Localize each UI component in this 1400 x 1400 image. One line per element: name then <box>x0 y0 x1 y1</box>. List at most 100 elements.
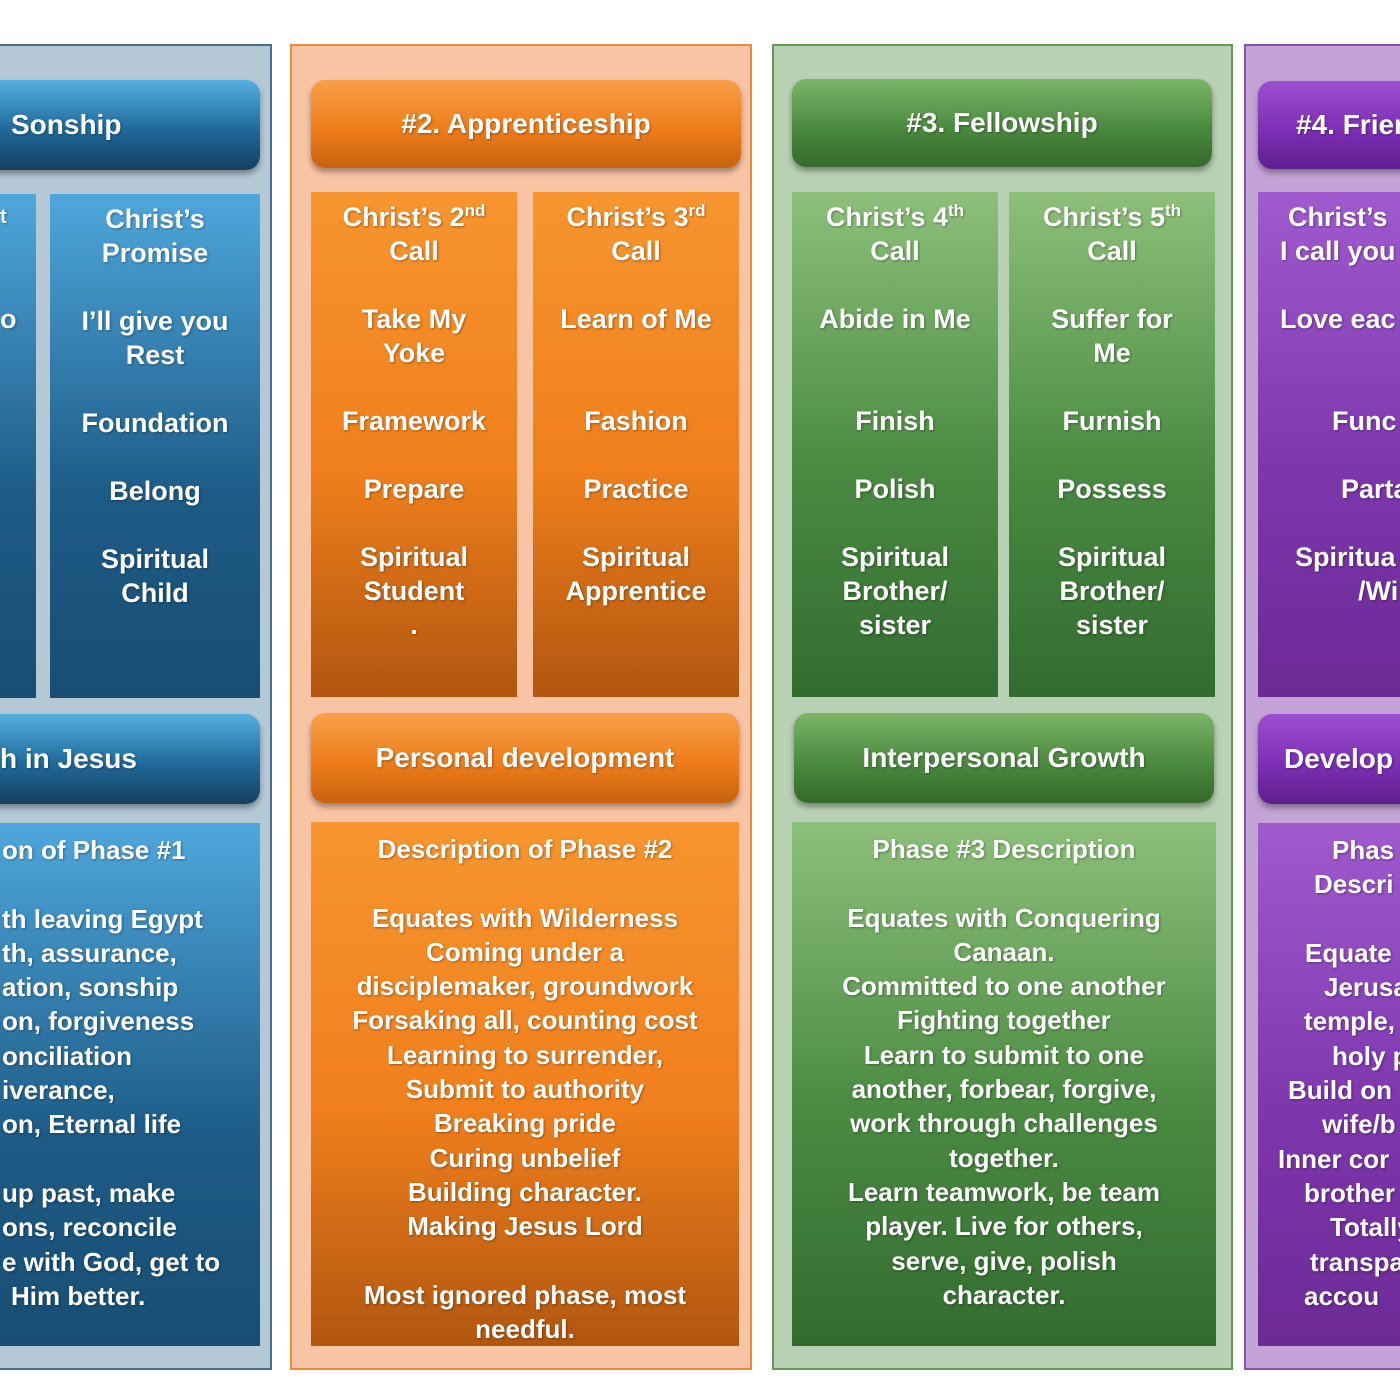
identity-line-2: Student <box>363 576 465 606</box>
description-line: iverance, <box>2 1075 115 1106</box>
call-item-line-2: Yoke <box>382 338 446 368</box>
description-line: Most ignored phase, most <box>363 1279 687 1310</box>
description-line: Fighting together <box>897 1005 1111 1036</box>
description-line: Forsaking all, counting cost <box>352 1005 698 1036</box>
call-fragment: t <box>0 206 7 228</box>
f-word: Func <box>1332 406 1397 436</box>
phase-1-description: on of Phase #1 th leaving Egypt th, assu… <box>0 823 260 1346</box>
description-line: Build on <box>1288 1075 1392 1106</box>
verb: Polish <box>854 474 936 504</box>
call-item-line-1: I’ll give you <box>81 306 229 336</box>
description-line: Phas <box>1332 835 1395 865</box>
description-line: Submit to authority <box>405 1074 645 1105</box>
f-word: Foundation <box>81 408 229 438</box>
description-line: on of Phase #1 <box>2 835 186 865</box>
description-line: serve, give, polish <box>891 1245 1117 1276</box>
description-line: Committed to one another <box>842 971 1166 1002</box>
phase-4-subtitle: Develop C <box>1258 714 1400 804</box>
f-word: Framework <box>341 406 487 436</box>
description-line: ons, reconcile <box>2 1212 177 1243</box>
description-line: up past, make <box>2 1177 176 1208</box>
description-line: Equates with Wilderness <box>371 902 679 933</box>
phase-2-description: Description of Phase #2 Equates with Wil… <box>311 822 739 1346</box>
phase-1-title: Sonship <box>0 80 260 170</box>
description-line: Equates with Conquering <box>847 902 1161 933</box>
call-item-line-1: Learn of Me <box>560 304 712 334</box>
call-item-fragment: o <box>0 304 17 334</box>
call-item-line-1: Abide in Me <box>819 304 971 334</box>
column-head-line-1: Christ’s 4th <box>825 201 965 232</box>
column-head-line-2: Call <box>389 236 439 266</box>
phase-3-panel: #3. Fellowship Christ’s 4th Call Abide i… <box>772 44 1233 1370</box>
description-line: Totally <box>1330 1212 1400 1243</box>
column-head-line-2: Call <box>1087 236 1137 266</box>
description-line: temple, <box>1304 1006 1396 1037</box>
description-line: character. <box>942 1279 1066 1310</box>
description-line: Phase #3 Description <box>872 834 1136 864</box>
call-item-line-2: Rest <box>125 340 185 370</box>
description-line: together. <box>949 1142 1059 1173</box>
call-item-line-1: Take My <box>361 304 467 334</box>
description-line: Coming under a <box>426 936 624 967</box>
description-line: Learning to surrender, <box>387 1039 663 1070</box>
identity-line-3: . <box>410 610 418 640</box>
description-line: th leaving Egypt <box>2 903 203 934</box>
identity-line-1: Spiritual <box>840 542 949 572</box>
description-line: on, forgiveness <box>2 1006 195 1037</box>
identity-line-1: Spiritua <box>1295 542 1396 572</box>
description-line: Building character. <box>407 1176 643 1207</box>
phase-1-panel: Sonship t o Christ’s Promise I’ll give y… <box>0 44 272 1370</box>
description-line: Inner cor <box>1278 1143 1390 1174</box>
phase-4-description: Phas Descri Equate Jerusa temple, holy p… <box>1258 823 1400 1346</box>
column-head-line-1: Christ’s <box>1288 202 1388 232</box>
phase-4-title: #4. Frier <box>1258 81 1400 169</box>
description-line: holy p <box>1332 1040 1400 1071</box>
description-line: on, Eternal life <box>2 1109 182 1140</box>
description-line: Description of Phase #2 <box>377 834 673 864</box>
phase-3-title: #3. Fellowship <box>792 79 1212 167</box>
phase-3-subtitle: Interpersonal Growth <box>794 713 1214 803</box>
identity-line-2: Brother/ <box>842 576 948 606</box>
description-line: brother <box>1304 1177 1395 1208</box>
description-line: ation, sonship <box>2 972 179 1003</box>
description-line: work through challenges <box>850 1108 1158 1139</box>
description-line: wife/b <box>1322 1109 1396 1140</box>
phase-2-call-3-column: Christ’s 3rd Call Learn of Me Fashion Pr… <box>533 192 739 697</box>
verb: Belong <box>109 476 201 506</box>
description-line: e with God, get to <box>2 1246 221 1277</box>
identity-line-2: Brother/ <box>1059 576 1165 606</box>
phase-2-subtitle: Personal development <box>311 713 739 803</box>
phase-2-call-2-column: Christ’s 2nd Call Take My Yoke Framework… <box>311 192 517 697</box>
column-head-line-2: Call <box>611 236 661 266</box>
description-line: Him better. <box>11 1280 146 1311</box>
description-line: onciliation <box>2 1040 132 1071</box>
description-line: disciplemaker, groundwork <box>356 971 694 1002</box>
phase-3-call-4-column: Christ’s 4th Call Abide in Me Finish Pol… <box>792 192 998 697</box>
phase-1-subtitle: h in Jesus <box>0 714 260 804</box>
f-word: Finish <box>855 406 935 436</box>
description-line: another, forbear, forgive, <box>851 1074 1157 1105</box>
description-line: Breaking pride <box>433 1108 617 1139</box>
description-line: Equate <box>1305 937 1392 968</box>
column-head-line-1: Christ’s 3rd <box>566 201 706 232</box>
phase-3-call-5-column: Christ’s 5th Call Suffer for Me Furnish … <box>1009 192 1215 697</box>
verb: Prepare <box>363 474 465 504</box>
identity-line-1: Spiritual <box>1057 542 1166 572</box>
description-line: Jerusa <box>1324 972 1400 1003</box>
description-line: Canaan. <box>953 936 1055 967</box>
phase-4-panel: #4. Frier Christ’s I call you Love eac F… <box>1244 44 1400 1370</box>
phase-3-description: Phase #3 Description Equates with Conque… <box>792 822 1216 1346</box>
identity-line-1: Spiritual <box>359 542 468 572</box>
call-item-line-1: Suffer for <box>1051 304 1173 334</box>
description-line: Making Jesus Lord <box>407 1211 643 1242</box>
description-line: Descri <box>1314 869 1394 900</box>
call-item-line-1: Love eac <box>1280 304 1396 334</box>
phase-1-promise-column: Christ’s Promise I’ll give you Rest Foun… <box>50 194 260 698</box>
identity-line-1: Spiritual <box>581 542 690 572</box>
description-line: transpa <box>1310 1246 1400 1277</box>
phase-1-call-column: t o <box>0 194 36 698</box>
description-line: Learn teamwork, be team <box>847 1176 1161 1207</box>
column-head-line-2: Call <box>870 236 920 266</box>
description-line: needful. <box>475 1314 575 1345</box>
phase-2-panel: #2. Apprenticeship Christ’s 2nd Call Tak… <box>290 44 752 1370</box>
